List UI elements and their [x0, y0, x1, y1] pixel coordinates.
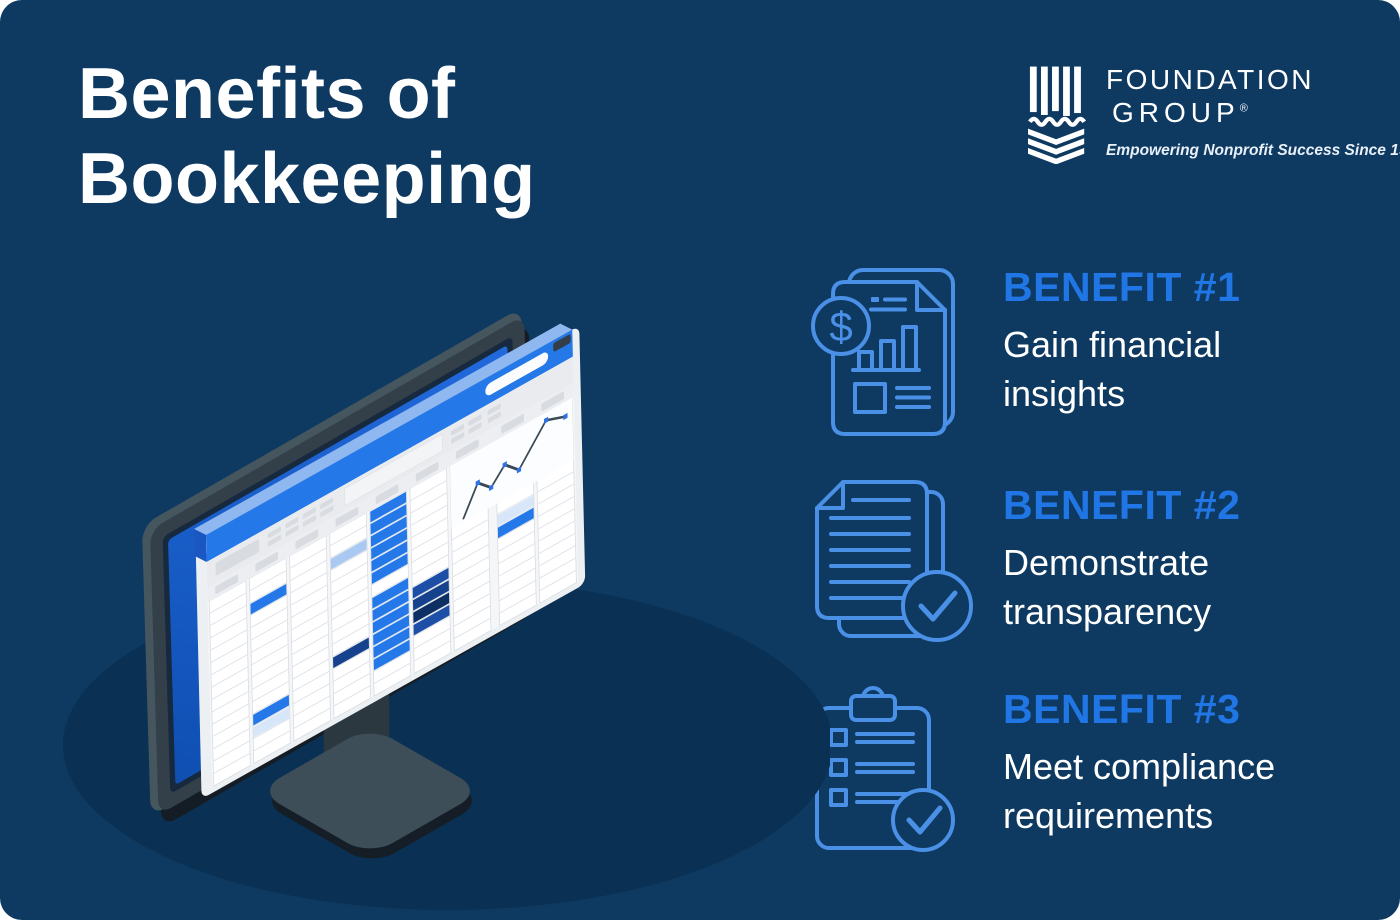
- window-title-bar: [206, 329, 573, 562]
- title-line-1: Benefits of: [78, 54, 456, 134]
- title-line-2: Bookkeeping: [78, 138, 536, 219]
- logo-tagline: Empowering Nonprofit Success Since 1995: [1106, 142, 1400, 159]
- benefit-1-heading: BENEFIT #1: [1003, 264, 1241, 310]
- benefit-3-heading: BENEFIT #3: [1003, 686, 1241, 732]
- registered-trademark: ®: [1239, 102, 1248, 115]
- benefit-row-2: BENEFIT #2 Demonstrate transparency: [805, 468, 1385, 655]
- search-pill: [485, 352, 549, 396]
- monitor-spreadsheet-illustration: [30, 285, 833, 920]
- documents-check-icon: [805, 468, 975, 655]
- benefit-2-text: BENEFIT #2 Demonstrate transparency: [1003, 468, 1333, 655]
- benefit-row-1: $ BENEFIT #1 Gain financial insights: [805, 250, 1385, 450]
- logo-name-line1: FOUNDATION: [1106, 64, 1315, 95]
- page-title: Benefits of Bookkeeping: [78, 52, 536, 222]
- benefit-1-description: Gain financial insights: [1003, 324, 1222, 414]
- spreadsheet-window: [194, 323, 586, 796]
- logo-text: FOUNDATION GROUP® Empowering Nonprofit S…: [1106, 66, 1400, 160]
- benefit-2-heading: BENEFIT #2: [1003, 482, 1241, 528]
- brand-logo: FOUNDATION GROUP® Empowering Nonprofit S…: [1028, 66, 1400, 164]
- dollar-glyph: $: [829, 303, 852, 350]
- financial-report-dollar-icon: $: [805, 250, 975, 450]
- benefit-2-description: Demonstrate transparency: [1003, 542, 1212, 632]
- logo-name-line2: GROUP®: [1112, 97, 1248, 128]
- foundation-pillar-icon: [1028, 66, 1087, 164]
- benefit-row-3: BENEFIT #3 Meet compliance requirements: [805, 672, 1385, 862]
- benefit-3-text: BENEFIT #3 Meet compliance requirements: [1003, 672, 1333, 862]
- benefit-1-text: BENEFIT #1 Gain financial insights: [1003, 250, 1333, 450]
- clipboard-checklist-icon: [805, 672, 975, 862]
- window-button: [553, 334, 571, 352]
- benefit-3-description: Meet compliance requirements: [1003, 746, 1276, 836]
